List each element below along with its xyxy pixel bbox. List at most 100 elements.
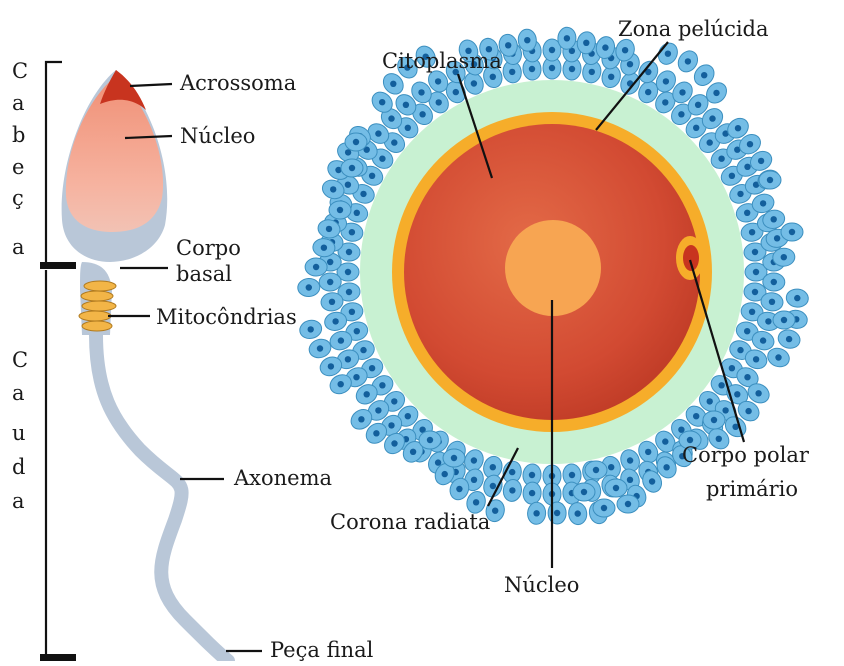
corona-cell-nucleus [419, 111, 425, 117]
corona-cell-nucleus [451, 455, 457, 461]
corona-cell-nucleus [353, 374, 359, 380]
corona-cell-nucleus [663, 464, 669, 470]
head-letter: C [12, 59, 28, 83]
corona-cell-nucleus [524, 37, 530, 43]
corona-cell-nucleus [564, 35, 570, 41]
corona-cell-nucleus [456, 486, 462, 492]
corona-cell-nucleus [327, 259, 333, 265]
mitochondria-label: Mitocôndrias [156, 305, 297, 329]
corona-cell-nucleus [608, 464, 614, 470]
corona-cell-nucleus [379, 156, 385, 162]
corona-cell-nucleus [602, 44, 608, 50]
corona-cell-nucleus [752, 249, 758, 255]
corona-cell-nucleus [492, 508, 498, 514]
corona-cell-nucleus [358, 416, 364, 422]
corona-cell-nucleus [755, 390, 761, 396]
corona-cell-nucleus [375, 407, 381, 413]
corona-cell-nucleus [390, 81, 396, 87]
cytoplasm-label: Citoplasma [382, 49, 502, 73]
corona-cell-nucleus [549, 65, 555, 71]
corona-cell-nucleus [569, 472, 575, 478]
head-letter: b [12, 123, 25, 147]
corona-cell-nucleus [693, 413, 699, 419]
corona-cell-nucleus [645, 449, 651, 455]
end-piece-label: Peça final [270, 638, 374, 661]
tail-letter: u [12, 421, 26, 445]
corona-cell-nucleus [360, 347, 366, 353]
corona-cell-nucleus [435, 459, 441, 465]
corona-cell-nucleus [747, 141, 753, 147]
corona-cell-nucleus [490, 483, 496, 489]
corona-cell-nucleus [575, 510, 581, 516]
corona-cell-nucleus [471, 80, 477, 86]
corona-cell-nucleus [678, 111, 684, 117]
corona-cell-nucleus [442, 471, 448, 477]
head-letter: ç [12, 186, 24, 210]
corona-cell-nucleus [529, 66, 535, 72]
corona-cell-nucleus [701, 72, 707, 78]
corona-cell-nucleus [388, 422, 394, 428]
corona-cell-nucleus [403, 102, 409, 108]
head-letter: a [12, 235, 25, 259]
corona-cell-nucleus [789, 229, 795, 235]
corona-cell-nucleus [625, 501, 631, 507]
corona-cell-nucleus [308, 326, 314, 332]
corona-cell-nucleus [581, 489, 587, 495]
corona-cell-nucleus [345, 356, 351, 362]
corona-cell-nucleus [327, 279, 333, 285]
head-section-letters: C a b e ç a [12, 59, 28, 259]
corona-cell-nucleus [509, 469, 515, 475]
corona-cell-nucleus [490, 74, 496, 80]
tail-section-letters: C a u d a [12, 348, 28, 513]
corona-cell-nucleus [354, 210, 360, 216]
corona-cell-nucleus [549, 47, 555, 53]
corona-cell-nucleus [453, 89, 459, 95]
corona-cell-nucleus [627, 61, 633, 67]
corona-cell-nucleus [613, 485, 619, 491]
head-letter: a [12, 91, 25, 115]
corona-cell-nucleus [753, 269, 759, 275]
corona-cell-nucleus [509, 487, 515, 493]
corona-cell-nucleus [760, 200, 766, 206]
corona-cell-nucleus [678, 427, 684, 433]
corona-cell-nucleus [662, 99, 668, 105]
corona-cell-nucleus [369, 173, 375, 179]
corona-cell-nucleus [744, 374, 750, 380]
corona-cell-nucleus [321, 245, 327, 251]
corona-radiata-label: Corona radiata [330, 510, 490, 534]
corona-cell-nucleus [729, 365, 735, 371]
corona-cell-nucleus [794, 295, 800, 301]
sperm-cell [62, 70, 228, 661]
corona-cell-nucleus [330, 186, 336, 192]
corona-cell-nucleus [771, 216, 777, 222]
corona-cell-nucleus [313, 264, 319, 270]
corona-cell-nucleus [349, 229, 355, 235]
corona-cell-nucleus [505, 42, 511, 48]
corona-cell-nucleus [529, 490, 535, 496]
corona-cell-nucleus [695, 102, 701, 108]
tail-letter: a [12, 489, 25, 513]
corona-cell-nucleus [353, 139, 359, 145]
corona-cell-nucleus [337, 207, 343, 213]
corona-cell-nucleus [744, 164, 750, 170]
corona-cell-nucleus [569, 66, 575, 72]
corona-cell-nucleus [608, 74, 614, 80]
corona-cell-nucleus [718, 382, 724, 388]
sperm-tail [96, 335, 228, 661]
corona-cell-nucleus [645, 89, 651, 95]
corona-cell-nucleus [662, 438, 668, 444]
corona-cell-nucleus [473, 499, 479, 505]
corona-cell-nucleus [369, 365, 375, 371]
corona-cell-nucleus [744, 328, 750, 334]
corona-cell-nucleus [471, 477, 477, 483]
corona-cell-nucleus [735, 125, 741, 131]
corona-cell-nucleus [722, 407, 728, 413]
corona-cell-nucleus [349, 165, 355, 171]
corona-cell-nucleus [734, 391, 740, 397]
corona-cell-nucleus [533, 510, 539, 516]
corona-cell-nucleus [338, 337, 344, 343]
corona-cell-nucleus [364, 391, 370, 397]
corona-cell-nucleus [716, 436, 722, 442]
corona-cell-nucleus [346, 249, 352, 255]
